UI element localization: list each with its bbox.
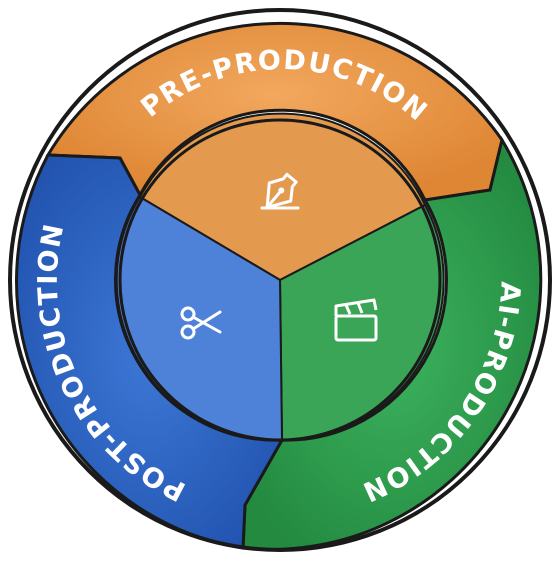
- pen-nib-icon: [260, 172, 300, 210]
- outer-circle-outline: [8, 8, 552, 552]
- clapperboard-icon: [334, 298, 378, 342]
- scissors-icon: [180, 306, 222, 340]
- inner-circle-outline: [118, 118, 442, 442]
- outer-ring: [15, 21, 543, 551]
- inner-disc: [115, 112, 445, 442]
